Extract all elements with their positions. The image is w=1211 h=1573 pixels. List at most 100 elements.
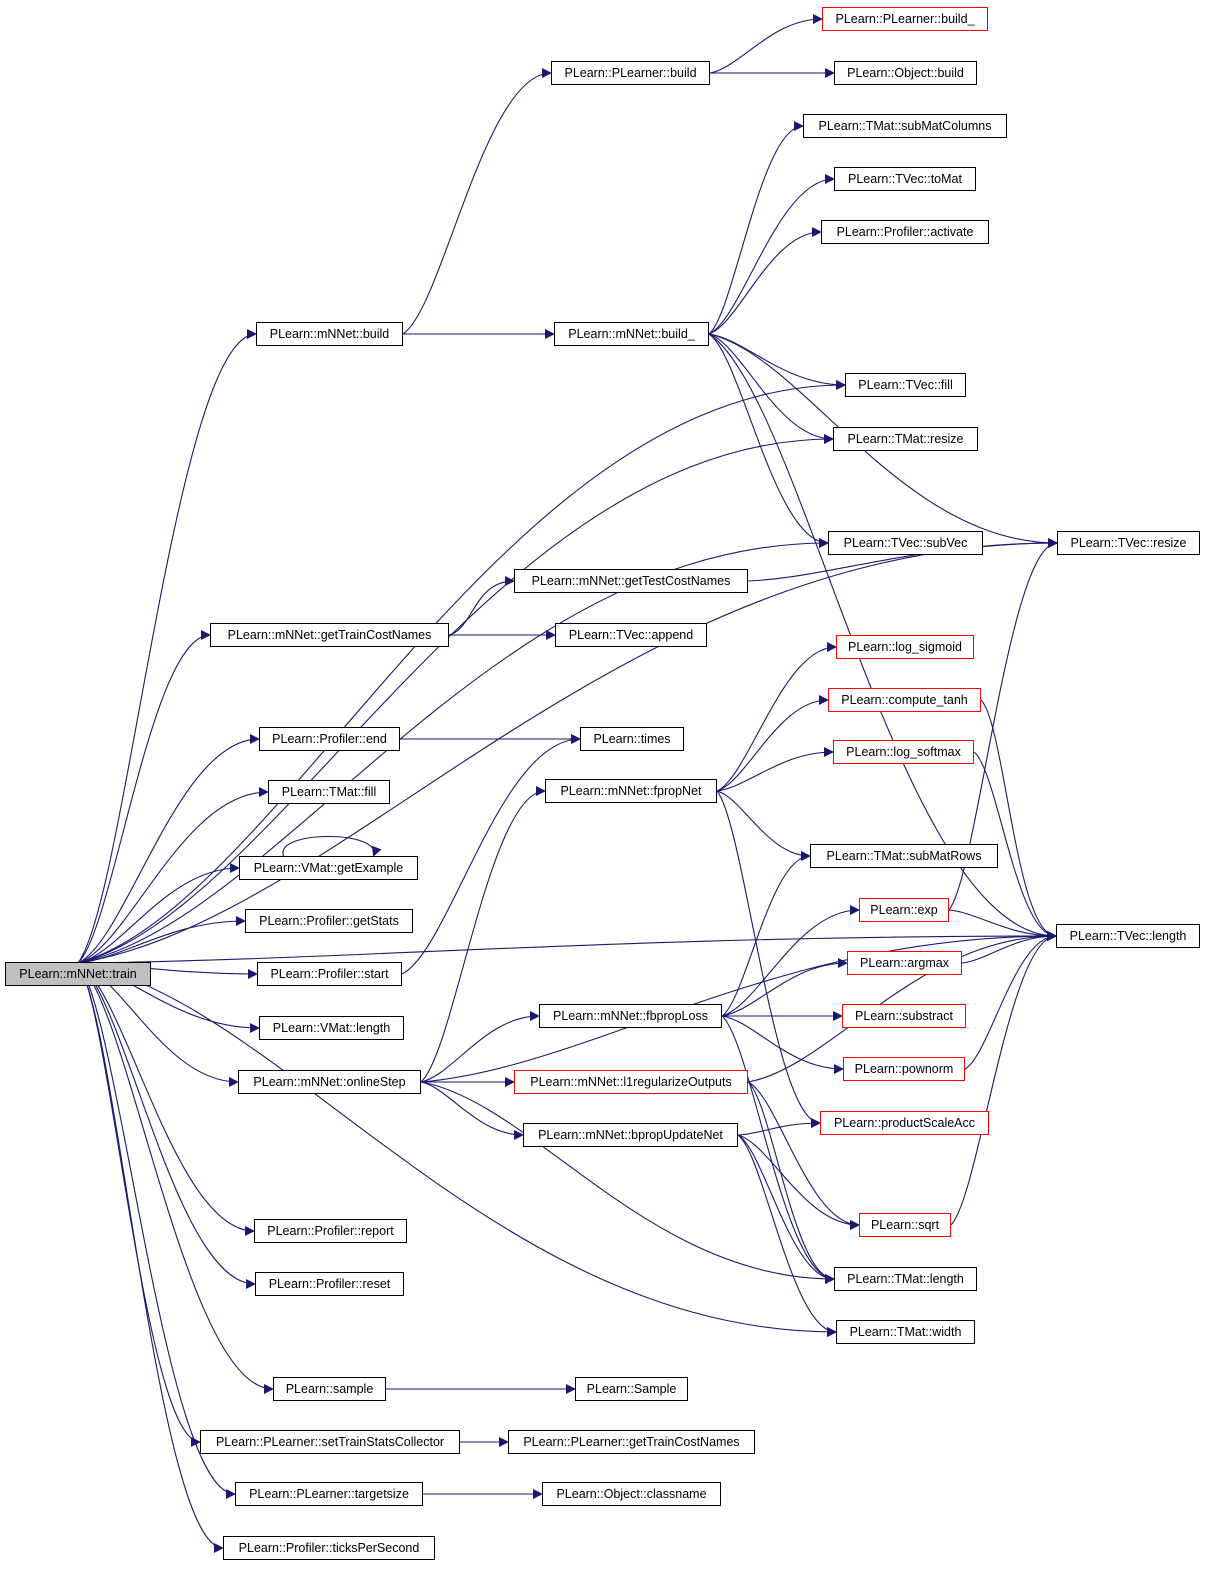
edge-bpropupdate-to-tmat_length xyxy=(737,1134,835,1284)
node-mnnet-build[interactable]: PLearn::mNNet::build xyxy=(256,322,403,346)
node-mnnet-l1regularizeoutputs[interactable]: PLearn::mNNet::l1regularizeOutputs xyxy=(514,1070,748,1094)
edge-bpropupdate-to-tmat_width xyxy=(737,1134,837,1337)
node-profiler-end[interactable]: PLearn::Profiler::end xyxy=(259,727,400,751)
edge-bpropupdate-to-prodscaleacc xyxy=(737,1118,821,1136)
node-plearner-settrainstatscollector[interactable]: PLearn::PLearner::setTrainStatsCollector xyxy=(200,1430,460,1454)
edge-mnnet_build-to-pl_build xyxy=(402,68,552,335)
node-profiler-activate[interactable]: PLearn::Profiler::activate xyxy=(821,220,989,244)
node-tvec-append[interactable]: PLearn::TVec::append xyxy=(555,623,707,647)
edge-train-to-ticks xyxy=(77,962,224,1553)
node-mnnet-bpropupdatenet[interactable]: PLearn::mNNet::bpropUpdateNet xyxy=(523,1123,738,1147)
node-log-softmax[interactable]: PLearn::log_softmax xyxy=(833,740,974,764)
node-tvec-resize[interactable]: PLearn::TVec::resize xyxy=(1057,531,1200,555)
edge-mnnet_build_-to-tmat_resize xyxy=(708,333,834,444)
node-argmax[interactable]: PLearn::argmax xyxy=(847,951,962,975)
edge-onlinestep-to-tvec_length xyxy=(420,931,1057,1083)
edge-train-to-tmat_resize xyxy=(77,434,834,964)
edge-bpropupdate-to-sqrt xyxy=(737,1134,860,1230)
edge-pl_build-to-pl_build_ xyxy=(709,14,823,74)
node-plearner-build-underscore[interactable]: PLearn::PLearner::build_ xyxy=(822,7,988,31)
edge-train-to-vmat_getex xyxy=(77,863,240,964)
node-profiler-start[interactable]: PLearn::Profiler::start xyxy=(257,962,402,986)
edge-onlinestep-to-tmat_length xyxy=(420,1081,835,1284)
node-sqrt[interactable]: PLearn::sqrt xyxy=(859,1213,951,1237)
node-tvec-length[interactable]: PLearn::TVec::length xyxy=(1056,924,1200,948)
edge-fbproploss-to-pownorm xyxy=(721,1015,844,1074)
edge-fbproploss-to-tmat_length xyxy=(721,1015,835,1284)
edge-log_softmax-to-tvec_length xyxy=(973,751,1057,941)
node-profiler-reset[interactable]: PLearn::Profiler::reset xyxy=(255,1272,404,1296)
node-object-classname[interactable]: PLearn::Object::classname xyxy=(542,1482,721,1506)
edge-train-to-targetsize xyxy=(77,962,236,1499)
node-mnnet-build-underscore[interactable]: PLearn::mNNet::build_ xyxy=(554,322,709,346)
node-sample-class[interactable]: PLearn::Sample xyxy=(575,1377,688,1401)
node-train[interactable]: PLearn::mNNet::train xyxy=(5,962,151,986)
node-tmat-submatrows[interactable]: PLearn::TMat::subMatRows xyxy=(810,844,998,868)
edge-train-to-prof_getstats xyxy=(77,916,246,964)
node-mnnet-gettestcostnames[interactable]: PLearn::mNNet::getTestCostNames xyxy=(514,569,748,593)
edge-fpropnet-to-compute_tanh xyxy=(716,695,829,792)
node-tmat-submatcolumns[interactable]: PLearn::TMat::subMatColumns xyxy=(803,114,1007,138)
edge-fpropnet-to-submatrows xyxy=(716,790,811,861)
edge-exp-to-tvec_length xyxy=(948,909,1057,941)
edge-vmat_getex-to-vmat_getex xyxy=(282,836,382,857)
node-plearner-build[interactable]: PLearn::PLearner::build xyxy=(551,61,710,85)
node-plearner-targetsize[interactable]: PLearn::PLearner::targetsize xyxy=(235,1482,423,1506)
node-tmat-length[interactable]: PLearn::TMat::length xyxy=(834,1267,977,1291)
edge-train-to-tvec_subvec xyxy=(77,538,829,964)
node-tvec-tomat[interactable]: PLearn::TVec::toMat xyxy=(834,167,976,191)
node-vmat-getexample[interactable]: PLearn::VMat::getExample xyxy=(239,856,418,880)
edge-train-to-gettraincost xyxy=(77,630,211,964)
edge-train-to-tvec_resize xyxy=(77,538,1058,964)
edge-fbproploss-to-argmax xyxy=(721,958,848,1017)
edge-exp-to-tvec_resize xyxy=(948,538,1058,911)
edge-sqrt-to-tvec_length xyxy=(950,931,1057,1226)
node-compute-tanh[interactable]: PLearn::compute_tanh xyxy=(828,688,981,712)
edge-train-to-mnnet_build xyxy=(77,329,257,964)
node-sample[interactable]: PLearn::sample xyxy=(273,1377,386,1401)
edge-onlinestep-to-fbproploss xyxy=(420,1011,540,1083)
node-tmat-fill[interactable]: PLearn::TMat::fill xyxy=(268,780,390,804)
edge-onlinestep-to-bpropupdate xyxy=(420,1081,524,1140)
node-exp[interactable]: PLearn::exp xyxy=(859,898,949,922)
edge-train-to-tvec_fill xyxy=(77,380,846,964)
node-log-sigmoid[interactable]: PLearn::log_sigmoid xyxy=(836,635,974,659)
edge-mnnet_build_-to-submatcols xyxy=(708,121,804,335)
node-mnnet-fbproploss[interactable]: PLearn::mNNet::fbpropLoss xyxy=(539,1004,722,1028)
node-substract[interactable]: PLearn::substract xyxy=(842,1004,966,1028)
edge-fpropnet-to-log_softmax xyxy=(716,747,834,792)
node-profiler-getstats[interactable]: PLearn::Profiler::getStats xyxy=(245,909,413,933)
node-plearner-gettraincostnames[interactable]: PLearn::PLearner::getTrainCostNames xyxy=(508,1430,755,1454)
edge-train-to-sample xyxy=(77,962,274,1394)
node-mnnet-fpropnet[interactable]: PLearn::mNNet::fpropNet xyxy=(545,779,717,803)
edge-train-to-prof_end xyxy=(77,734,260,964)
edge-mnnet_build_-to-prof_activate xyxy=(708,227,822,335)
node-mnnet-onlinestep[interactable]: PLearn::mNNet::onlineStep xyxy=(238,1070,421,1094)
edge-train-to-tmat_fill xyxy=(77,787,269,964)
edge-mnnet_build_-to-tvec_fill xyxy=(708,333,846,390)
edge-gettraincost-to-gettestcost xyxy=(448,576,515,636)
edge-l1reg-to-tvec_length xyxy=(747,931,1057,1083)
node-profiler-report[interactable]: PLearn::Profiler::report xyxy=(254,1219,407,1243)
node-profiler-tickspersecond[interactable]: PLearn::Profiler::ticksPerSecond xyxy=(223,1536,435,1560)
node-times[interactable]: PLearn::times xyxy=(580,727,684,751)
edge-mnnet_build_-to-tvec_subvec xyxy=(708,333,829,548)
node-pownorm[interactable]: PLearn::pownorm xyxy=(843,1057,965,1081)
edge-l1reg-to-tmat_length xyxy=(747,1081,835,1284)
node-tmat-width[interactable]: PLearn::TMat::width xyxy=(836,1320,975,1344)
edge-fpropnet-to-log_sigmoid xyxy=(716,642,837,792)
node-productscaleacc[interactable]: PLearn::productScaleAcc xyxy=(820,1111,989,1135)
edge-pownorm-to-tvec_length xyxy=(964,931,1057,1070)
edge-l1reg-to-sqrt xyxy=(747,1081,860,1230)
node-mnnet-gettraincostnames[interactable]: PLearn::mNNet::getTrainCostNames xyxy=(210,623,449,647)
node-vmat-length[interactable]: PLearn::VMat::length xyxy=(259,1016,404,1040)
node-tmat-resize[interactable]: PLearn::TMat::resize xyxy=(833,427,978,451)
edge-fbproploss-to-exp xyxy=(721,905,860,1017)
node-object-build[interactable]: PLearn::Object::build xyxy=(834,61,977,85)
node-tvec-subvec[interactable]: PLearn::TVec::subVec xyxy=(828,531,983,555)
edge-fpropnet-to-prodscaleacc xyxy=(716,790,821,1128)
edge-prof_start-to-times xyxy=(401,734,581,975)
edge-fbproploss-to-submatrows xyxy=(721,851,811,1017)
node-tvec-fill[interactable]: PLearn::TVec::fill xyxy=(845,373,966,397)
edge-onlinestep-to-fpropnet xyxy=(420,786,546,1083)
